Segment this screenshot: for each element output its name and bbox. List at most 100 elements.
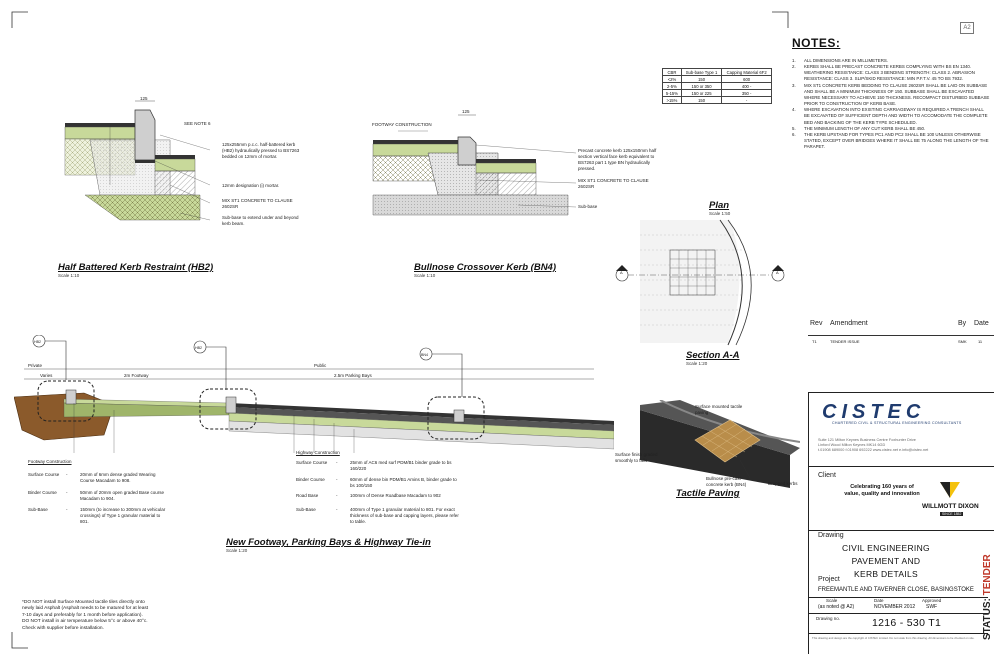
bn4-scale: Scale 1:10 [414,273,436,278]
address-line: Linford Wood Milton Keynes MK14 6GD [818,443,886,448]
company-address: Suite 121 Milton Keynes Business Centre … [818,438,988,453]
drawing-title-line: KERB DETAILS [854,569,918,580]
note-text: ALL DIMENSIONS ARE IN MILLIMETERS. [804,58,889,63]
status-label: STATUS: [982,598,993,640]
client-since: SINCE 1852 [940,512,964,516]
plan-drawing: A A [615,219,785,346]
table-cell: <2% [662,75,682,83]
highway-layer-row: Road Base - 100mm of Dense Roadbase Maca… [296,493,486,499]
bn4-dim-top: 125 [462,109,470,114]
revision-cell: T1 [812,339,817,344]
approved-value: SWF [926,604,938,610]
layer-name: Sub-Base [296,507,316,512]
bn4-detail-drawing: 125 [372,109,577,216]
revision-header-date: Date [974,320,989,327]
hb2-label-mortar: 12mm designation (i) mortar. [222,183,280,188]
cistec-logo: CISTEC [822,401,925,422]
notes-heading: NOTES: [792,36,841,50]
note-item: 5.THE MINIMUM LENGTH OF ANY CUT KERB SHA… [792,125,926,131]
table-cell: 400 - [721,82,772,90]
layer-spec: 25mm of AC6 med surf PDM/B1 binder grade… [350,460,452,472]
layer-spec: 20mm of 6mm dense graded Wearing Course … [80,472,156,484]
revision-header-by: By [958,320,967,327]
hb2-see-note: SEE NOTE 6 [184,121,211,126]
layer-dash: - [66,507,68,512]
tactile-label-dropped: Dropped kerbs [768,481,798,486]
table-cell: 150 [680,96,723,104]
varies-label: Varies [40,373,53,378]
drawing-title-line: PAVEMENT AND [851,556,921,567]
note-item: 2.KERBS SHALL BE PRECAST CONCRETE KERBS … [792,64,990,82]
plan-title: Plan [709,200,730,211]
company-logo-text: CISTEC [822,401,925,422]
tactile-title: Tactile Paving [676,488,740,499]
revision-cell: 11 [978,339,983,344]
hb2-dim-top: 125 [140,96,148,101]
subbase-table: CBR Sub-base Type 1 Capping Material 6F2… [662,68,772,104]
date-value: NOVEMBER 2012 [874,604,916,610]
layer-dash: - [66,490,68,495]
layer-name: Sub-Base [28,507,48,512]
table-cell: 2-5% [662,82,682,90]
table-header-cell: Sub-base Type 1 [680,68,723,76]
note-item: 4.WHERE EXCAVATION INTO EXISTING CARRIAG… [792,107,990,125]
status-text: STATUS: TENDER [978,520,998,640]
note-text: MIX ST1 CONCRETE KERB BEDDING TO CLAUSE … [804,82,990,107]
layer-dash: - [336,507,338,512]
client-label: Client [818,472,836,479]
revision-cell: SMK [958,339,967,344]
layer-spec: 150mm (to increase to 300mm at vehicular… [80,507,166,525]
subbase-table-header: CBR Sub-base Type 1 Capping Material 6F2 [662,68,772,76]
tb-divider [808,597,988,598]
plan-marker-right: A [776,270,779,275]
plan-marker-left: A [620,270,623,275]
footway-layer-row: Sub-Base - 150mm (to increase to 300mm a… [28,507,168,525]
drawing-label: Drawing [818,532,844,539]
table-row: >15% 150 - [662,96,772,104]
layer-spec: 50mm of 20mm open graded Base course Mac… [80,490,165,502]
date-label: Date [874,598,884,603]
hb2-label-subbase: Sub-base to extend under and beyond kerb… [222,215,299,227]
revision-header: Rev Amendment By Date [808,320,994,336]
table-header-cell: Capping Material 6F2 [721,68,772,76]
table-cell: 5-15% [662,89,682,97]
table-row: 2-5% 150 or 350 400 - [662,82,772,90]
cross-section-drawing: HB2 HB2 BN4 Private Public Varies 2m Foo… [14,335,614,453]
layer-name: Binder Course [28,490,57,495]
tb-divider [808,530,994,531]
bn4-title: Bullnose Crossover Kerb (BN4) [414,262,557,273]
callout-bn4: BN4 [421,353,428,357]
revision-header-rev: Rev [810,320,823,327]
notes-list: 1.ALL DIMENSIONS ARE IN MILLIMETERS. 2.K… [792,58,990,150]
table-cell: >15% [662,96,682,104]
tb-divider [808,613,988,614]
layer-name: Road Base [296,493,319,498]
layer-name: Surface Course [28,472,60,477]
tactile-label-finish: Surface finish graded smoothly to falls [615,452,658,464]
tactile-install-note: *DO NOT install Surface Mounted tactile … [22,600,149,631]
address-line: t.01908 689000 f.01908 692222 www.cistec… [818,448,929,453]
drawing-number: 1216 - 530 T1 [872,617,942,629]
table-header-cell: CBR [662,68,682,76]
callout-hb2-1: HB2 [34,340,41,344]
layer-spec: 100mm of Dense Roadbase Macadam to 902 [350,493,441,498]
callout-hb2-2: HB2 [195,346,202,350]
hb2-label-concrete: MIX ST1 CONCRETE TO CLAUSE 2602SR [222,198,293,210]
note-item: 3.MIX ST1 CONCRETE KERB BEDDING TO CLAUS… [792,82,990,107]
layer-name: Binder Course [296,477,325,482]
tactile-label-surface: Surface mounted tactile paving [695,404,743,416]
cross-section-title: New Footway, Parking Bays & Highway Tie-… [226,537,431,548]
private-label: Private [28,363,43,368]
sheet-size-box: A2 [960,22,974,34]
note-text: THE MINIMUM LENGTH OF ANY CUT KERB SHALL… [804,125,926,131]
tb-divider [808,633,988,634]
tb-left-border [808,392,809,654]
bn4-label-concrete: MIX ST1 CONCRETE TO CLAUSE 2602SR [578,178,649,190]
bn4-label-subbase: Sub-base [578,204,598,209]
client-name: WILLMOTT DIXON [922,503,979,510]
note-item: 1.ALL DIMENSIONS ARE IN MILLIMETERS. [792,58,889,63]
project-name: FREEMANTLE AND TAVERNER CLOSE, BASINGSTO… [818,587,974,593]
table-row: 5-15% 150 or 225 350 - [662,89,772,97]
table-cell: 150 or 350 [680,82,723,90]
status-box: STATUS: TENDER [978,520,998,640]
